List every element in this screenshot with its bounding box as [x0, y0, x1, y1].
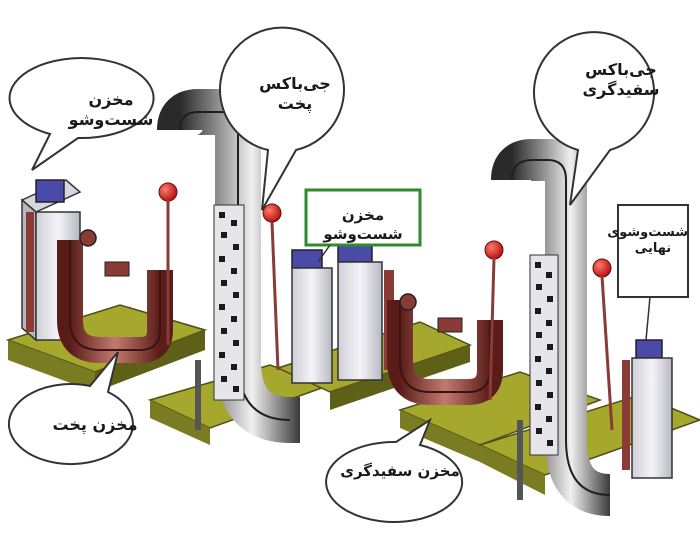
label-washing-tank-left: مخزن شست‌وشو [68, 90, 154, 129]
label-jbox-bleaching: جی‌باکس سفیدگری [582, 60, 660, 99]
final-washing-tank [622, 339, 673, 479]
label-cooking-tank: مخزن پخت [52, 415, 138, 434]
box-final-washing-shape [617, 204, 689, 298]
bubble-washing-left-shape [8, 57, 155, 171]
label-jbox-cooking: جی‌باکس پخت [259, 74, 331, 113]
bubble-jbox-cooking-shape [219, 26, 345, 211]
bubble-bleaching-tank-shape [325, 417, 464, 523]
washing-tank-middle [291, 243, 394, 384]
jbox-cooking-pellets [219, 212, 239, 392]
label-washing-tank-middle: مخزن شست‌وشو [323, 206, 403, 243]
speech-bubbles [7, 26, 655, 523]
label-bleaching-tank: مخزن سفیدگری [340, 462, 460, 480]
bleaching-tank [387, 293, 503, 405]
box-washing-middle-shape [304, 188, 422, 247]
jbox-bleaching [484, 139, 614, 516]
cooking-tank [57, 229, 173, 363]
bubble-cooking-tank-shape [7, 351, 134, 466]
label-final-washing: شست‌وشوی نهایی [607, 225, 688, 257]
bubble-jbox-bleaching-shape [533, 31, 655, 206]
jbox-bleaching-pellets [535, 262, 553, 446]
